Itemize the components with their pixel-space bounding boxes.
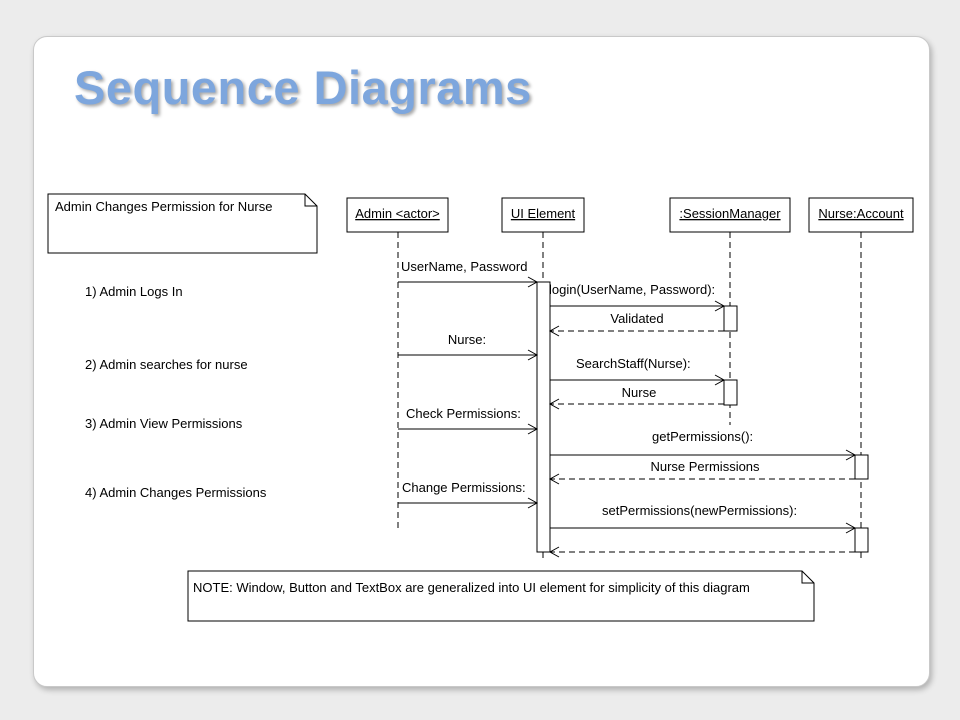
arrowhead bbox=[548, 398, 560, 410]
arrowhead bbox=[527, 423, 539, 435]
message-7: Check Permissions: bbox=[398, 406, 539, 435]
arrowhead bbox=[845, 449, 857, 461]
step-label: 1) Admin Logs In bbox=[85, 284, 183, 299]
message-label: Nurse Permissions bbox=[650, 459, 760, 474]
participant-ui: UI Element bbox=[501, 197, 585, 233]
participant-nurse: Nurse:Account bbox=[808, 197, 914, 233]
participant-label: Nurse:Account bbox=[818, 206, 904, 221]
message-label: setPermissions(newPermissions): bbox=[602, 503, 797, 518]
arrowhead bbox=[527, 349, 539, 361]
message-4: Nurse: bbox=[398, 332, 539, 361]
message-label: Change Permissions: bbox=[402, 480, 526, 495]
step-label: 4) Admin Changes Permissions bbox=[85, 485, 267, 500]
message-6: Nurse bbox=[548, 385, 724, 410]
participant-label: Admin <actor> bbox=[355, 206, 440, 221]
arrowhead bbox=[714, 374, 726, 386]
activation-session-login bbox=[723, 305, 738, 332]
message-label: getPermissions(): bbox=[652, 429, 753, 444]
activation-nurse-get bbox=[854, 454, 869, 480]
message-12 bbox=[548, 546, 855, 558]
message-label: SearchStaff(Nurse): bbox=[576, 356, 691, 371]
arrowhead bbox=[527, 276, 539, 288]
participant-label: UI Element bbox=[511, 206, 576, 221]
activation-nurse-set bbox=[854, 527, 869, 553]
message-5: SearchStaff(Nurse): bbox=[550, 356, 726, 386]
note-box: NOTE: Window, Button and TextBox are gen… bbox=[187, 570, 815, 622]
message-3: Validated bbox=[548, 311, 724, 337]
note-text: NOTE: Window, Button and TextBox are gen… bbox=[193, 580, 750, 595]
message-2: login(UserName, Password): bbox=[549, 282, 726, 312]
frame-note: Admin Changes Permission for Nurse bbox=[47, 193, 318, 254]
frame-label: Admin Changes Permission for Nurse bbox=[55, 199, 272, 214]
message-label: Nurse bbox=[622, 385, 657, 400]
message-label: Validated bbox=[610, 311, 663, 326]
participant-admin: Admin <actor> bbox=[346, 197, 449, 233]
arrowhead bbox=[845, 522, 857, 534]
step-label: 3) Admin View Permissions bbox=[85, 416, 243, 431]
message-8: getPermissions(): bbox=[550, 429, 857, 461]
message-9: Nurse Permissions bbox=[548, 459, 855, 485]
step-label: 2) Admin searches for nurse bbox=[85, 357, 248, 372]
message-1: UserName, Password bbox=[398, 259, 539, 288]
slide-title: Sequence Diagrams bbox=[74, 61, 532, 114]
arrowhead bbox=[714, 300, 726, 312]
message-10: Change Permissions: bbox=[398, 480, 539, 509]
arrowhead bbox=[548, 546, 560, 558]
activation-session-search bbox=[723, 379, 738, 406]
message-label: UserName, Password bbox=[401, 259, 527, 274]
arrowhead bbox=[527, 497, 539, 509]
message-11: setPermissions(newPermissions): bbox=[550, 503, 857, 534]
arrowhead bbox=[548, 325, 560, 337]
arrowhead bbox=[548, 473, 560, 485]
message-label: Nurse: bbox=[448, 332, 486, 347]
activation-ui bbox=[536, 281, 551, 553]
message-label: Check Permissions: bbox=[406, 406, 521, 421]
participant-session: :SessionManager bbox=[669, 197, 791, 233]
participant-label: :SessionManager bbox=[679, 206, 781, 221]
message-label: login(UserName, Password): bbox=[549, 282, 715, 297]
